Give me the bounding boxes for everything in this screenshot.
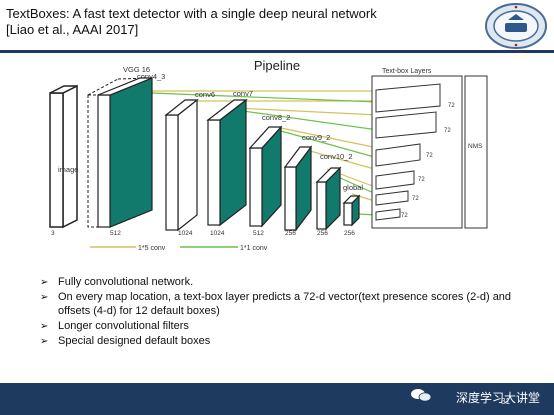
channel-label-conv10-2: 256 (317, 230, 328, 237)
layer-conv8-2 (248, 125, 283, 228)
nms-label: NMS (468, 143, 483, 150)
channel-label-conv7: 1024 (210, 230, 225, 237)
box-label-1: 72 (448, 103, 455, 109)
arrow-bullet-icon: ➢ (40, 335, 49, 347)
arrow-bullet-icon: ➢ (40, 277, 49, 288)
nms-box (464, 75, 488, 229)
layer-global (342, 194, 361, 227)
vgg-label: VGG 16 (123, 65, 150, 74)
university-logo (485, 3, 547, 49)
textbox-layers-label: Text-box Layers (382, 68, 432, 75)
layer-conv4-3 (97, 77, 153, 228)
layer-conv6 (164, 98, 199, 232)
layer-label-conv7: conv7 (233, 89, 253, 98)
box-label-3: 72 (426, 153, 433, 159)
image-label: image (58, 165, 78, 174)
channel-label-conv8-2: 512 (253, 230, 264, 237)
arrow-bullet-icon: ➢ (40, 292, 49, 303)
layer-conv10-2 (315, 166, 342, 231)
arrow-bullet-icon: ➢ (40, 320, 49, 332)
channel-label-image: 3 (51, 230, 55, 237)
bullet-item: ➢Special designed default boxes (40, 334, 211, 347)
channel-label-conv4-3: 512 (110, 230, 121, 237)
box-label-4: 72 (418, 177, 425, 183)
layer-label-global: global (343, 183, 363, 192)
title-line-2: [Liao et al., AAAI 2017] (6, 22, 139, 37)
bullet-item: ➢Fully convolutional network. (40, 276, 194, 288)
box-label-2: 72 (444, 128, 451, 134)
layer-label-conv8-2: conv8_2 (262, 113, 290, 122)
bullet-item: ➢Longer convolutional filters (40, 319, 189, 332)
bullet-list: ➢Fully convolutional network. ➢On every … (40, 276, 540, 350)
layer-conv9-2 (283, 145, 313, 232)
layer-label-conv9-2: conv9_2 (302, 133, 330, 142)
footer-watermark: 深度学习大讲堂 (455, 391, 540, 405)
wechat-icon (411, 389, 432, 402)
slide-title: TextBoxes: A fast text detector with a s… (6, 6, 466, 38)
layer-label-conv10-2: conv10_2 (320, 152, 353, 161)
channel-label-conv6: 1024 (178, 230, 193, 237)
pipeline-heading: Pipeline (253, 58, 301, 73)
footer-bar: 深度学习大讲堂 (0, 383, 554, 415)
layer-label-conv4-3: conv4_3 (137, 72, 165, 81)
legend-label-one-by-five: 1*5 conv (138, 245, 166, 252)
bullet-item: ➢On every map location, a text-box layer… (40, 291, 512, 317)
channel-label-conv9-2: 256 (285, 230, 296, 237)
one-by-one-connections (151, 92, 379, 216)
title-line-1: TextBoxes: A fast text detector with a s… (6, 6, 377, 21)
textboxes-architecture-diagram: image VGG 16 conv4_3 conv6 (49, 65, 488, 252)
layer-label-conv6: conv6 (195, 90, 215, 99)
box-label-6: 72 (401, 213, 408, 219)
channel-label-global: 256 (344, 230, 355, 237)
legend-label-one-by-one: 1*1 conv (240, 245, 268, 252)
page-number: 31 (501, 397, 510, 406)
box-label-5: 72 (412, 196, 419, 202)
textbox-layer-stack (375, 83, 441, 221)
layer-conv7 (206, 98, 248, 227)
input-image-slab (49, 84, 78, 229)
header-rule (0, 50, 554, 53)
